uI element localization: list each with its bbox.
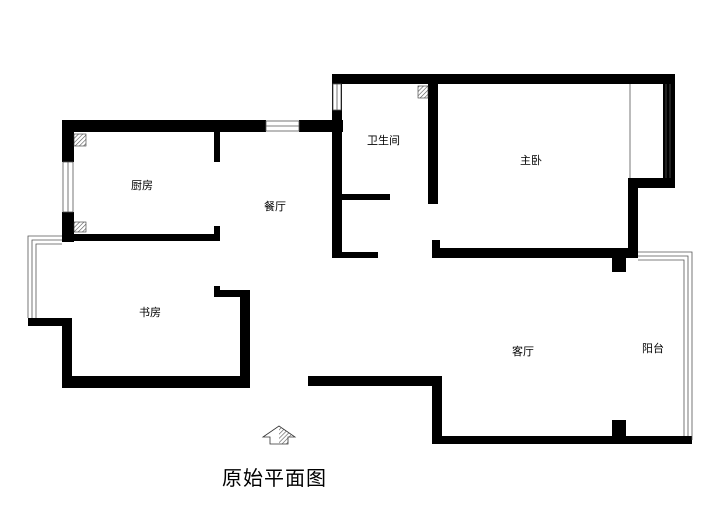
walls — [28, 74, 692, 444]
wall-stub-kitchen-right — [214, 132, 220, 162]
wall-bath-left — [332, 74, 342, 258]
wall-column-right-lower — [612, 420, 626, 444]
plan-title: 原始平面图 — [222, 466, 327, 490]
wall-living-bottom — [432, 436, 692, 444]
shaft-kitchen-top — [73, 133, 87, 147]
room-label-dining: 餐厅 — [264, 199, 286, 213]
room-label-kitchen: 厨房 — [131, 179, 153, 192]
wall-study-left — [62, 318, 72, 388]
hatched-shafts — [73, 85, 429, 233]
wall-study-right-stub — [214, 286, 220, 296]
wall-master-right — [628, 178, 638, 258]
wall-column-right-upper — [612, 252, 626, 272]
wall-top-kitchen — [62, 120, 266, 132]
wall-study-right-top — [214, 290, 250, 297]
wall-bath-right — [428, 84, 438, 196]
shaft-bathroom — [417, 85, 429, 99]
wall-bath-mid — [342, 194, 390, 200]
room-label-study: 书房 — [139, 306, 161, 319]
wall-living-left — [432, 376, 442, 444]
room-label-bathroom: 卫生间 — [367, 133, 400, 147]
wall-left-kitchen-upper — [62, 120, 74, 162]
wall-master-bottom — [432, 248, 638, 258]
room-label-living-room: 客厅 — [512, 344, 534, 358]
room-label-master-bedroom: 主卧 — [520, 154, 542, 167]
wall-kitchen-bottom — [62, 234, 220, 241]
entrance-arrow-icon — [261, 425, 297, 445]
window-study-bay — [27, 235, 62, 318]
wall-entry-right — [308, 376, 442, 386]
wall-master-right-top — [663, 74, 675, 188]
wall-stub-kitchen-bottom — [214, 226, 220, 241]
wall-master-right-ledge — [628, 178, 675, 188]
shaft-kitchen-bottom — [73, 221, 87, 233]
wall-bath-right-stub — [428, 196, 438, 204]
wall-study-bottom — [62, 376, 250, 388]
wall-master-bottom-stub — [432, 240, 440, 258]
wall-bath-bottom — [332, 252, 378, 258]
wall-study-left-ledge — [28, 318, 72, 326]
balcony-railing — [638, 251, 693, 440]
wall-bath-top — [332, 74, 675, 84]
room-labels: 厨房 餐厅 卫生间 主卧 书房 客厅 阳台 — [131, 133, 664, 358]
room-label-balcony: 阳台 — [642, 341, 664, 355]
windows — [27, 83, 693, 440]
wall-study-right — [240, 290, 250, 388]
